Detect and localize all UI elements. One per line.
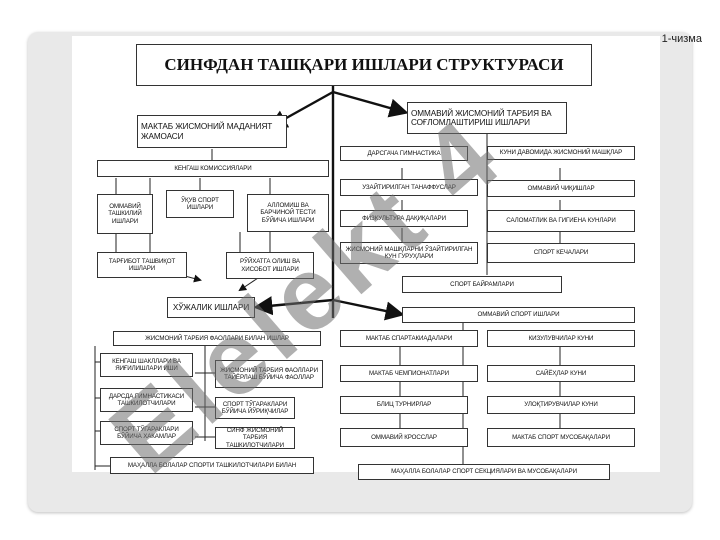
right-bottom-box: МАҲАЛЛА БОЛАЛАР СПОРТ СЕКЦИЯЛАРИ ВА МУСО… [358,464,610,480]
left-col1-item-3: СПОРТ ТЎГАРАКЛАРИ БЎЙИЧА ХАКАМЛАР [100,421,193,445]
left-sub-head: ЖИСМОНИЙ ТАРБИЯ ФАОЛЛАРИ БИЛАН ИШЛАР [113,331,321,346]
left-col1-item-1: КЕНГАШ ШАКЛЛАРИ ВА ЯИҒИЛИШЛАРИ ИШИ [100,353,193,377]
right-col1-item-2: УЗАЙТИРИЛГАН ТАНАФФУСЛАР [340,179,478,196]
right-col3-item-3: БЛИЦ ТУРНИРЛАР [340,396,468,414]
right-col2-item-1: КУНИ ДАВОМИДА ЖИСМОНИЙ МАШҚЛАР [487,146,635,160]
mass-sport-box: ОММАВИЙ СПОРТ ИШЛАРИ [402,307,635,323]
right-col1-item-4: ЖИСМОНИЙ МАШҚЛАРНИ ЎЗАЙТИРИЛГАН КУН ГУРУ… [340,242,478,264]
commission-box-1: ОММАВИЙ ТАШКИЛИЙ ИШЛАРИ [97,194,153,234]
right-col2-item-2: ОММАВИЙ ЧИҚИШЛАР [487,180,635,197]
slide-number: 1-чизма [661,33,702,45]
sport-holidays-box: СПОРТ БАЙРАМЛАРИ [402,276,562,293]
left-col2-item-3: СИНФ ЖИСМОНИЙ ТАРБИЯ ТАШКИЛОТЧИЛАРИ [215,427,295,449]
right-col1-item-3: ФИЗКУЛЬТУРА ДАҚИҚАЛАРИ [340,210,468,227]
left-col1-item-2: ДАРСДА ГИМНАСТИКАСИ ТАШКИЛОТЧИЛАРИ [100,388,193,412]
left-col2-item-2: СПОРТ ТЎГАРАКЛАРИ БЎЙИЧА ЙЎРИҚЧИЛАР [215,397,295,419]
left-bottom-box: МАҲАЛЛА БОЛАЛАР СПОРТИ ТАШКИЛОТЧИЛАРИ БИ… [110,457,314,474]
right-col4-item-1: КИЗУЛУВЧИЛАР КУНИ [487,330,635,347]
right-col3-item-4: ОММАВИЙ КРОССЛАР [340,428,468,447]
household-box: ХЎЖАЛИК ИШЛАРИ [167,297,255,318]
council-box: КЕНГАШ КОМИССИЯЛАРИ [97,160,329,177]
right-col4-item-2: САЙЁҲЛАР КУНИ [487,365,635,382]
right-col2-item-3: САЛОМАТЛИК ВА ГИГИЕНА КУНЛАРИ [487,210,635,232]
right-col3-item-2: МАКТАБ ЧЕМПИОНАТЛАРИ [340,365,478,382]
commission-box-2: ЎҚУВ СПОРТ ИШЛАРИ [166,190,234,218]
propaganda-box: ТАРҒИБОТ ТАШВИҚОТ ИШЛАРИ [97,252,187,278]
right-col4-item-3: УЛОҚТИРУВЧИЛАР КУНИ [487,396,635,414]
right-head-box: ОММАВИЙ ЖИСМОНИЙ ТАРБИЯ ВА СОҒЛОМЛАШТИРИ… [407,102,567,134]
right-col1-item-1: ДАРСГАЧА ГИМНАСТИКА [340,146,468,161]
left-head-box: МАКТАБ ЖИСМОНИЙ МАДАНИЯТ ЖАМОАСИ [137,115,287,148]
commission-box-3: АЛЛОМИШ ВА БАРЧИНОЙ ТЕСТИ БЎЙИЧА ИШЛАРИ [247,194,329,232]
left-col2-item-1: ЖИСМОНИЙ ТАРБИЯ ФАОЛЛАРИ ТАЙЁРЛАШ БЎЙИЧА… [215,360,323,388]
right-col3-item-1: МАКТАБ СПАРТАКИАДАЛАРИ [340,330,478,347]
right-col2-item-4: СПОРТ КЕЧАЛАРИ [487,243,635,263]
diagram-title: СИНФДАН ТАШҚАРИ ИШЛАРИ СТРУКТУРАСИ [136,44,592,86]
right-col4-item-4: МАКТАБ СПОРТ МУСОБАҚАЛАРИ [487,428,635,447]
finance-box: РЎЙХАТГА ОЛИШ ВА ХИСОБОТ ИШЛАРИ [226,252,314,279]
